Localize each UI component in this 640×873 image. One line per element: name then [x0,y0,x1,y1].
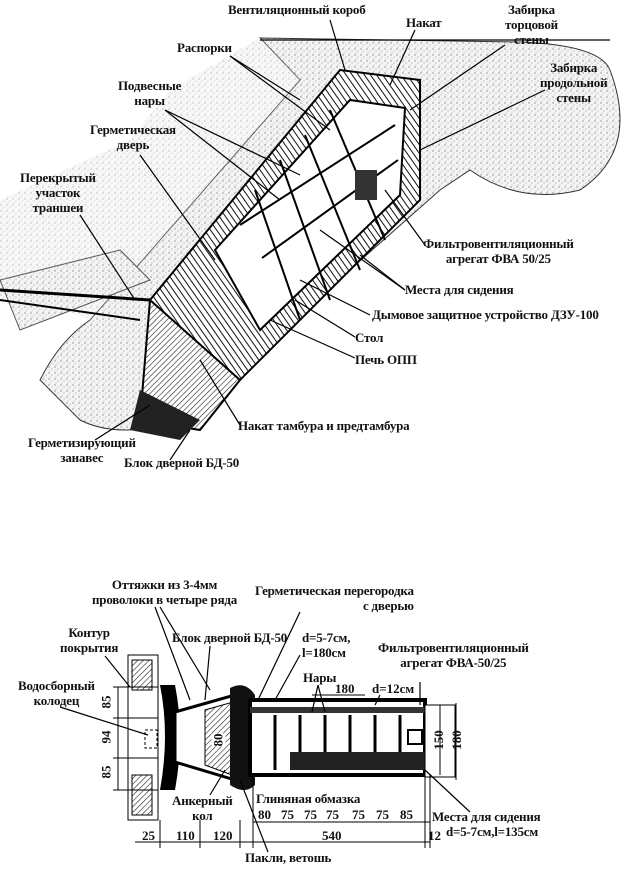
label-seats: Места для сидения [405,282,514,297]
label-line: Фильтровентиляционный [423,236,574,251]
dim-right-vertical: 180 [448,730,464,750]
dim-bay: 85 [400,807,413,822]
plan-leader-lines [59,606,471,853]
label-line: продольной [540,75,608,90]
label-line: Забирка [507,2,555,17]
label-line: Контур [68,625,110,640]
label-line: агрегат ФВА-50/25 [400,655,507,670]
label-line: Места для сидения [432,809,541,824]
plan-view [127,654,456,821]
dim-entrance: 25 [142,828,155,843]
label-hanging-bunks: Подвесные нары [118,78,181,108]
dim-right-vertical: 150 [430,730,446,750]
label-line: Водосборный [18,678,95,693]
label-line: d=5-7см, [302,630,351,645]
label-filter-unit-plan: Фильтровентиляционный агрегат ФВА-50/25 [378,640,529,670]
dim-left-vertical: 94 [98,730,114,744]
label-ventilation-box: Вентиляционный короб [228,2,366,17]
label-stove: Печь ОПП [355,352,417,367]
label-sealing-curtain: Герметизирующий занавес [28,435,136,465]
label-hermetic-partition: Герметическая перегородка с дверью [255,583,414,613]
label-hermetic-door: Герметическая дверь [90,122,176,152]
dim-bay: 80 [258,807,271,822]
label-filter-unit: Фильтровентиляционный агрегат ФВА 50/25 [423,236,574,266]
label-line: Фильтровентиляционный [378,640,529,655]
dim-bay: 75 [326,807,339,822]
label-end-wall: Забирка торцовой стены [505,2,558,47]
label-guy-wires: Оттяжки из 3-4мм проволоки в четыре ряда [92,577,237,607]
label-tow-rags: Пакли, ветошь [245,850,332,865]
dim-entrance: 120 [213,828,233,843]
label-line: участок [35,185,81,200]
label-line: Герметизирующий [28,435,136,450]
label-door-block: Блок дверной БД-50 [124,455,240,470]
dim-bay: 75 [304,807,317,822]
dim-bay: 75 [281,807,294,822]
plan-dimension-lines [113,686,457,848]
shelter-structure [0,68,421,440]
dim-bunk-length: 180 [335,681,355,696]
label-line: Герметическая перегородка [255,583,414,598]
label-line: d=5-7см,l=135см [446,824,538,839]
label-line: Подвесные [118,78,182,93]
label-line: колодец [33,693,80,708]
dim-total-length: 540 [322,828,342,843]
label-anchor-stake: Анкерный кол [172,793,233,823]
label-line: нары [134,93,165,108]
top-leader-lines [79,19,610,461]
label-smoke-device: Дымовое защитное устройство ДЗУ-100 [372,307,599,322]
label-line: l=180см [302,645,346,660]
label-covered-trench: Перекрытый участок траншеи [20,170,96,215]
label-line: траншеи [32,200,84,215]
label-line: кол [192,808,213,823]
label-line: Оттяжки из 3-4мм [111,577,218,592]
label-line: стены [556,90,591,105]
label-cover-outline: Контур покрытия [60,625,118,655]
label-sump: Водосборный колодец [18,678,95,708]
dim-bay: 75 [352,807,365,822]
label-log-diameter: d=12см [372,681,415,696]
label-vestibule-roof: Накат тамбура и предтамбура [238,418,410,433]
dim-end-gap: 12 [428,828,441,843]
label-bunks: Нары [303,670,337,685]
label-line: дверь [116,137,150,152]
label-table: Стол [355,330,384,345]
label-line: Перекрытый [20,170,96,185]
label-clay-coating: Глиняная обмазка [256,791,361,806]
label-line: Герметическая [90,122,176,137]
label-seats-plan: Места для сидения d=5-7см,l=135см [432,809,541,839]
dim-entrance: 110 [176,828,195,843]
label-line: проволоки в четыре ряда [92,592,238,607]
label-line: с дверью [362,598,414,613]
label-line: покрытия [60,640,119,655]
dim-bay: 75 [376,807,389,822]
label-post-spec: d=5-7см, l=180см [302,630,350,660]
dim-left-vertical: 85 [98,765,114,779]
label-side-wall: Забирка продольной стены [540,60,608,105]
dim-door-width: 80 [210,733,226,747]
label-line: занавес [60,450,104,465]
label-line: торцовой [505,17,558,32]
label-door-block-plan: Блок дверной БД-50 [172,630,288,645]
dim-left-vertical: 85 [98,695,114,709]
label-line: Анкерный [172,793,233,808]
label-roof-logs: Накат [406,15,442,30]
label-line: стены [514,32,549,47]
label-line: агрегат ФВА 50/25 [445,251,551,266]
label-struts: Распорки [177,40,232,55]
label-line: Забирка [550,60,598,75]
